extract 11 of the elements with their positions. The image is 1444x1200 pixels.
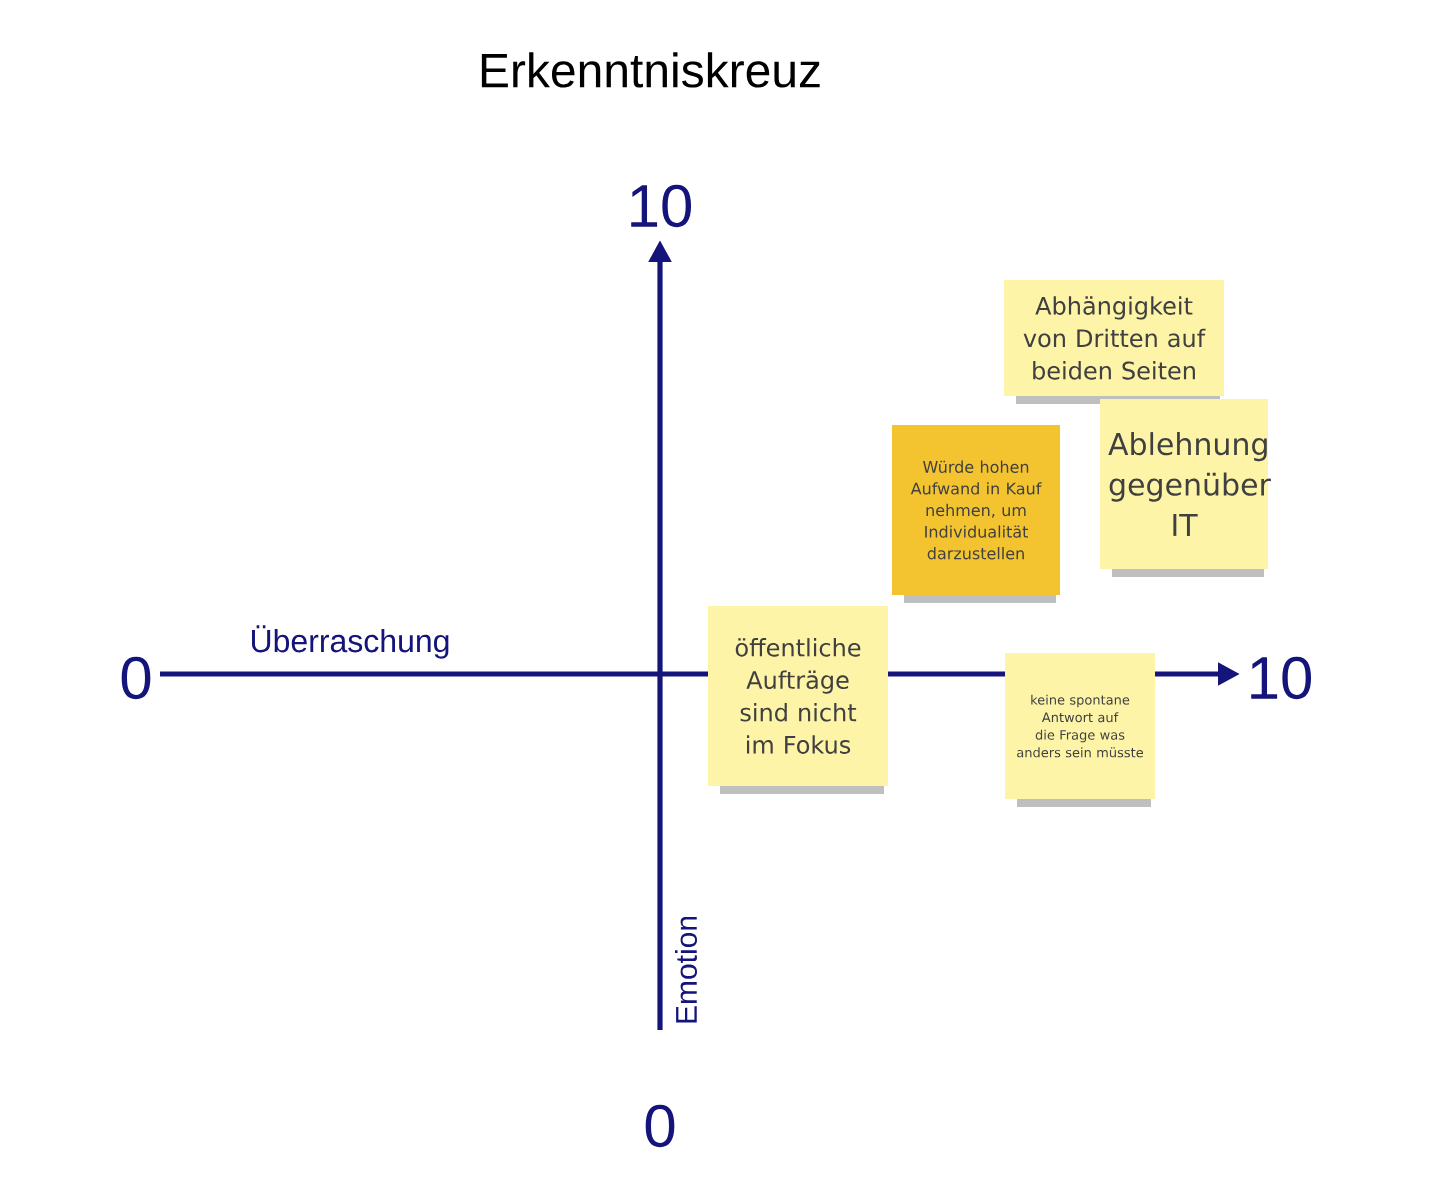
- sticky-note: Würde hohen Aufwand in Kauf nehmen, um Individualität darzustellen: [892, 425, 1060, 603]
- sticky-note: öffentliche Aufträge sind nicht im Fokus: [708, 606, 888, 794]
- sticky-note: Ablehnung gegenüber IT: [1100, 399, 1271, 577]
- title: Erkenntniskreuz: [481, 52, 820, 88]
- scale-number: 10: [631, 184, 691, 228]
- scale-number: 0: [645, 1104, 675, 1148]
- scale-number: 0: [121, 656, 151, 700]
- sticky-note: Abhängigkeit von Dritten auf beiden Seiten: [1004, 280, 1224, 404]
- scale-number: 10: [1251, 656, 1312, 700]
- axis-label: Überraschung: [252, 625, 449, 659]
- axis-label: Emotion: [675, 916, 697, 1023]
